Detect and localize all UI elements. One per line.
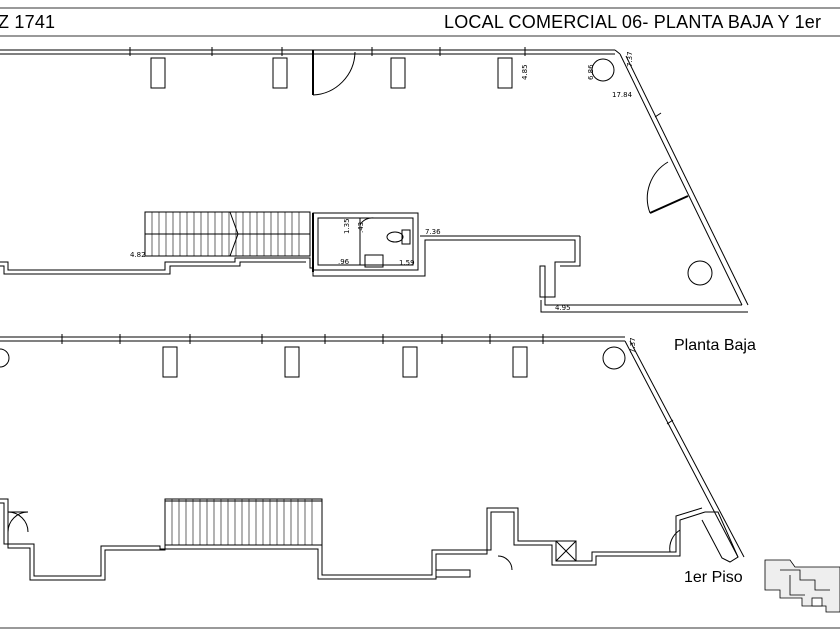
- first-front-wall: [0, 336, 625, 342]
- ground-staircase: [144, 211, 311, 257]
- document-title: LOCAL COMERCIAL 06- PLANTA BAJA Y 1er: [444, 12, 822, 32]
- sheet-frame: [0, 7, 840, 629]
- first-diagonal-facade: [624, 340, 745, 558]
- dim-686: 6.86: [587, 64, 595, 80]
- first-dimensions: 7.37: [629, 337, 637, 353]
- ground-rear-wall-right: [420, 235, 748, 313]
- dim-135: 1.35: [343, 218, 351, 234]
- dim-737-b: 7.37: [629, 337, 637, 353]
- dim-482: 4.82: [130, 251, 146, 259]
- first-doors: [7, 511, 681, 571]
- key-plan-thumbnail: [764, 559, 840, 613]
- address-label: Z 1741: [0, 12, 56, 32]
- dim-159: 1.59: [399, 259, 415, 267]
- ground-diagonal-facade: [619, 53, 749, 306]
- first-staircase: [164, 498, 323, 546]
- dim-096: .96: [338, 258, 350, 266]
- first-floor-label: 1er Piso: [684, 569, 743, 586]
- dim-736: 7.36: [425, 228, 441, 236]
- dim-485: 4.85: [521, 64, 529, 80]
- ground-columns: [150, 57, 513, 89]
- first-floor-plan: [0, 334, 745, 581]
- dim-1784: 17.84: [612, 91, 633, 99]
- ground-floor-plan: [0, 47, 749, 313]
- ground-rear-wall-left: [0, 257, 426, 277]
- ground-side-door: [646, 161, 689, 214]
- dim-737-a: 7.37: [626, 51, 634, 67]
- ground-floor-label: Planta Baja: [674, 337, 756, 354]
- dim-043: .43: [357, 222, 365, 233]
- ground-wall-markers: [129, 47, 526, 56]
- ground-bathroom: [312, 212, 419, 272]
- first-round-column-right: [602, 346, 626, 370]
- first-round-column-left: [0, 348, 10, 368]
- ground-round-column-2: [687, 260, 713, 286]
- ground-front-wall: [0, 49, 621, 55]
- dim-495: 4.95: [555, 304, 571, 312]
- first-rear-wall: [0, 498, 739, 581]
- first-columns: [162, 346, 528, 378]
- ground-round-column: [591, 58, 615, 82]
- ground-entry-door: [312, 50, 356, 96]
- ground-dimensions: 4.85 6.86 7.37 17.84 1.35 .43 7.36 4.82 …: [130, 51, 634, 312]
- first-wall-markers: [61, 334, 544, 344]
